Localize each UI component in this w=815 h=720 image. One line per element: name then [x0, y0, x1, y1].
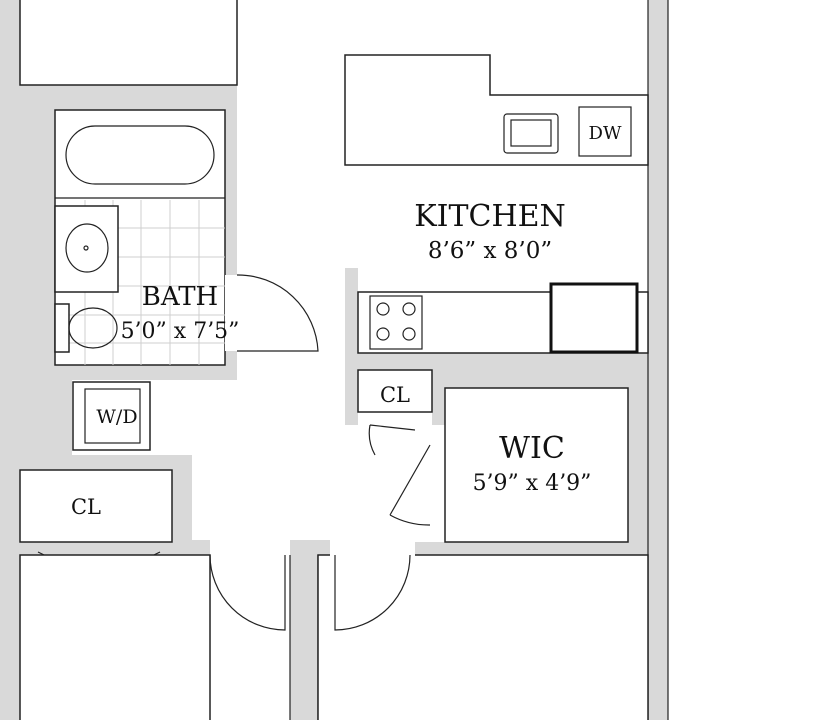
washer-dryer-label: W/D — [96, 406, 137, 428]
kitchen: DW KITCHEN 8’6” x 8’0” — [344, 54, 649, 354]
closet-door — [368, 424, 416, 456]
wic-door — [389, 444, 431, 526]
walk-in-closet — [444, 387, 629, 543]
bedroom-door-right — [334, 554, 411, 631]
sink-icon — [65, 223, 109, 273]
bedroom-door-left — [209, 554, 286, 631]
stove-icon — [369, 295, 423, 350]
kitchen-closet — [357, 369, 433, 413]
wic-size: 5’9” x 4’9” — [473, 471, 592, 496]
left-closet — [19, 469, 173, 543]
kitchen-closet-label: CL — [380, 383, 410, 407]
washer-dryer — [72, 381, 151, 451]
refrigerator — [549, 282, 639, 354]
kitchen-label: KITCHEN — [414, 199, 566, 234]
dishwasher-label: DW — [589, 123, 622, 144]
kitchen-size: 8’6” x 8’0” — [428, 238, 552, 264]
kitchen-counter-top — [344, 54, 649, 166]
wic-label: WIC — [499, 431, 565, 466]
bath-size: 5’0” x 7’5” — [121, 319, 240, 344]
bathtub-icon — [65, 125, 215, 185]
dishwasher — [578, 106, 632, 157]
left-closet-label: CL — [71, 495, 101, 519]
top-left-room — [19, 0, 238, 86]
kitchen-sink-icon — [503, 113, 559, 154]
bottom-right-room — [317, 554, 649, 720]
toilet-icon — [68, 307, 118, 349]
bath-door — [236, 274, 319, 352]
bath-label: BATH — [142, 282, 218, 312]
bathroom: BATH 5’0” x 7’5” — [54, 109, 319, 366]
bottom-left-room — [19, 554, 211, 720]
